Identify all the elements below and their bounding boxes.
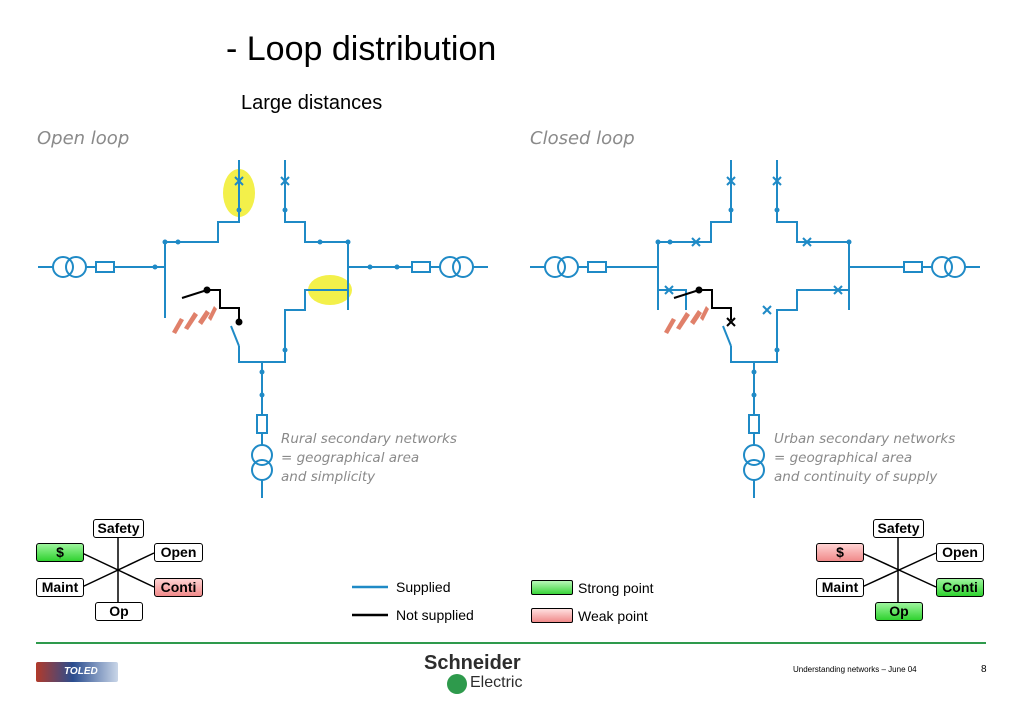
- closed-star-conti: Conti: [936, 578, 984, 597]
- brand-name-top: Schneider: [424, 652, 521, 674]
- legend-supplied-label: Supplied: [396, 579, 451, 595]
- open-caption-line-3: and simplicity: [281, 469, 376, 485]
- closed-caption-line-1: Urban secondary networks: [774, 431, 956, 447]
- closed-star-safety: Safety: [873, 519, 924, 538]
- legend-weak-swatch: [531, 608, 573, 623]
- brand-name-bottom: Electric: [470, 674, 523, 691]
- page-subtitle: Large distances: [241, 92, 383, 114]
- closed-loop-unsupplied: [673, 286, 736, 327]
- open-loop-fault-icon: [172, 306, 217, 334]
- legend-strong-label: Strong point: [578, 580, 654, 596]
- open-caption-line-2: = geographical area: [281, 450, 420, 466]
- legend-weak-label: Weak point: [578, 608, 648, 624]
- closed-star-cost: $: [816, 543, 864, 562]
- legend-not-supplied-label: Not supplied: [396, 607, 474, 623]
- open-star-conti: Conti: [154, 578, 203, 597]
- open-star-op: Op: [95, 602, 143, 621]
- open-star-cost: $: [36, 543, 84, 562]
- open-star-open: Open: [154, 543, 203, 562]
- open-loop-star-lines: [81, 535, 155, 604]
- legend-strong-swatch: [531, 580, 573, 595]
- footer-note: Understanding networks – June 04: [793, 665, 917, 674]
- closed-loop-star-lines: [861, 535, 937, 604]
- closed-loop-caption: Urban secondary networks = geographical …: [774, 430, 955, 487]
- closed-loop-fault-icon: [664, 306, 709, 334]
- closed-star-maint: Maint: [816, 578, 864, 597]
- footer-divider: [36, 642, 986, 644]
- open-loop-diagram: [38, 160, 488, 498]
- open-loop-unsupplied: [181, 286, 243, 326]
- closed-star-open: Open: [936, 543, 984, 562]
- open-caption-line-1: Rural secondary networks: [281, 431, 457, 447]
- open-loop-caption: Rural secondary networks = geographical …: [281, 430, 457, 487]
- closed-loop-diagram: [530, 160, 980, 498]
- closed-caption-line-3: and continuity of supply: [774, 469, 938, 485]
- open-loop-heading: Open loop: [37, 128, 130, 149]
- closed-star-op: Op: [875, 602, 923, 621]
- toled-logo: TOLED: [36, 662, 118, 682]
- page-number: 8: [981, 664, 987, 675]
- schneider-logo-icon: [447, 674, 467, 694]
- open-star-maint: Maint: [36, 578, 84, 597]
- page-title: - Loop distribution: [226, 30, 497, 68]
- closed-loop-heading: Closed loop: [530, 128, 635, 149]
- closed-caption-line-2: = geographical area: [774, 450, 913, 466]
- open-star-safety: Safety: [93, 519, 144, 538]
